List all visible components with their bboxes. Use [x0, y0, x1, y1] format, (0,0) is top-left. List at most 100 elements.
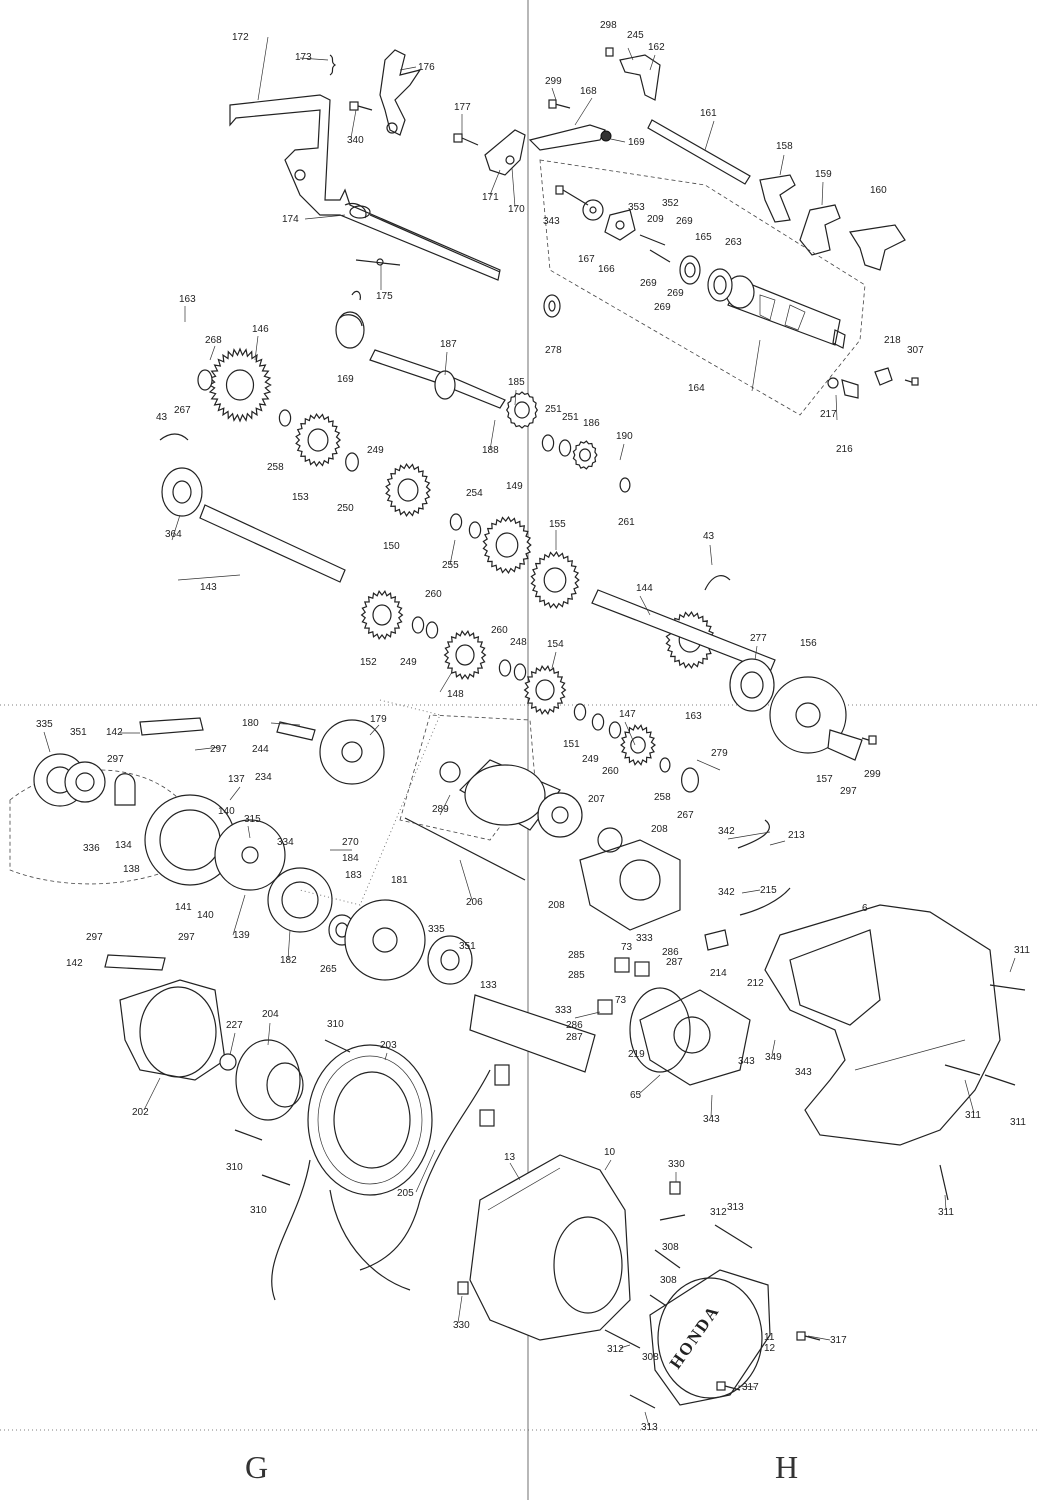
primary-shaft-133 [469, 994, 596, 1073]
leader-line [229, 786, 241, 801]
leader-line [964, 1079, 975, 1114]
callout-188: 188 [482, 445, 499, 456]
pin-175 [355, 258, 401, 266]
callout-269: 269 [654, 302, 671, 313]
callout-287: 287 [666, 957, 683, 968]
leader-line [350, 109, 357, 139]
leader-line [649, 54, 656, 71]
callout-234: 234 [255, 772, 272, 783]
callout-153: 153 [292, 492, 309, 503]
leader-line [299, 57, 329, 61]
callout-65: 65 [630, 1090, 642, 1101]
callout-227: 227 [226, 1020, 243, 1031]
leader-line [619, 1344, 631, 1349]
section-marker-left: G [245, 1449, 268, 1485]
callout-154: 154 [547, 639, 564, 650]
callout-285: 285 [568, 970, 585, 981]
leader-line [43, 731, 51, 753]
callout-311: 311 [1010, 1117, 1026, 1128]
callout-317: 317 [742, 1382, 759, 1393]
callout-139: 139 [233, 930, 250, 941]
callout-73: 73 [615, 995, 627, 1006]
callout-173: 173 [295, 52, 312, 63]
callout-212: 212 [747, 978, 764, 989]
washer [541, 434, 555, 452]
callout-186: 186 [583, 418, 600, 429]
washer [468, 521, 482, 539]
leader-line [779, 154, 785, 176]
gear-148 [443, 630, 487, 680]
callout-340: 340 [347, 135, 364, 146]
gear-149 [482, 515, 532, 575]
callout-144: 144 [636, 583, 653, 594]
callout-147: 147 [619, 709, 636, 720]
callout-285: 285 [568, 950, 585, 961]
callout-172: 172 [232, 32, 249, 43]
callout-217: 217 [820, 409, 837, 420]
leader-line [627, 47, 634, 61]
callout-43: 43 [703, 531, 715, 542]
callout-311: 311 [938, 1207, 954, 1218]
callout-308: 308 [662, 1242, 679, 1253]
washer [498, 659, 512, 677]
callout-176: 176 [418, 62, 435, 73]
callout-187: 187 [440, 339, 457, 350]
callout-267: 267 [174, 405, 191, 416]
callout-165: 165 [695, 232, 712, 243]
right-crankcase-cover-6 [764, 904, 1026, 1201]
callout-333: 333 [636, 933, 653, 944]
callout-353: 353 [628, 202, 645, 213]
callout-214: 214 [710, 968, 727, 979]
callout-298: 298 [600, 20, 617, 31]
washer [278, 409, 292, 427]
gear-185 [505, 391, 539, 429]
leader-line [489, 169, 501, 196]
callout-299: 299 [545, 76, 562, 87]
callout-260: 260 [602, 766, 619, 777]
callout-263: 263 [725, 237, 742, 248]
gear-146 [208, 347, 272, 423]
callout-175: 175 [376, 291, 393, 302]
callout-364: 364 [165, 529, 182, 540]
callout-286: 286 [566, 1020, 583, 1031]
leader-line [551, 651, 557, 669]
callout-216: 216 [836, 444, 853, 455]
leader-line [696, 759, 721, 771]
callout-206: 206 [466, 897, 483, 908]
leader-line [247, 825, 251, 839]
callout-134: 134 [115, 840, 132, 851]
callout-146: 146 [252, 324, 269, 335]
callout-351: 351 [70, 727, 87, 738]
leader-line [399, 66, 417, 71]
leader-line [449, 539, 456, 566]
leader-line [232, 894, 246, 936]
callout-160: 160 [870, 185, 887, 196]
leader-line [171, 514, 181, 541]
washer [197, 369, 213, 391]
leader-line [821, 181, 824, 206]
callout-185: 185 [508, 377, 525, 388]
callout-10: 10 [604, 1147, 616, 1158]
callout-184: 184 [342, 853, 359, 864]
callout-265: 265 [320, 964, 337, 975]
leader-line [771, 1039, 776, 1056]
callout-270: 270 [342, 837, 359, 848]
leader-line [807, 1335, 831, 1341]
callout-164: 164 [688, 383, 705, 394]
callout-162: 162 [648, 42, 665, 53]
callout-311: 311 [1014, 945, 1030, 956]
callout-157: 157 [816, 774, 833, 785]
washer [680, 767, 699, 793]
callout-310: 310 [250, 1205, 267, 1216]
washer [591, 713, 605, 731]
leader-line [741, 889, 761, 894]
neutral-switch-216 [827, 367, 919, 399]
callout-277: 277 [750, 633, 767, 644]
leader-line [194, 746, 221, 751]
stopper-plate-162 [605, 47, 661, 101]
callout-330: 330 [668, 1159, 685, 1170]
leader-line [384, 1052, 388, 1061]
shift-forks-158-159-160 [759, 174, 906, 271]
callout-13: 13 [504, 1152, 516, 1163]
